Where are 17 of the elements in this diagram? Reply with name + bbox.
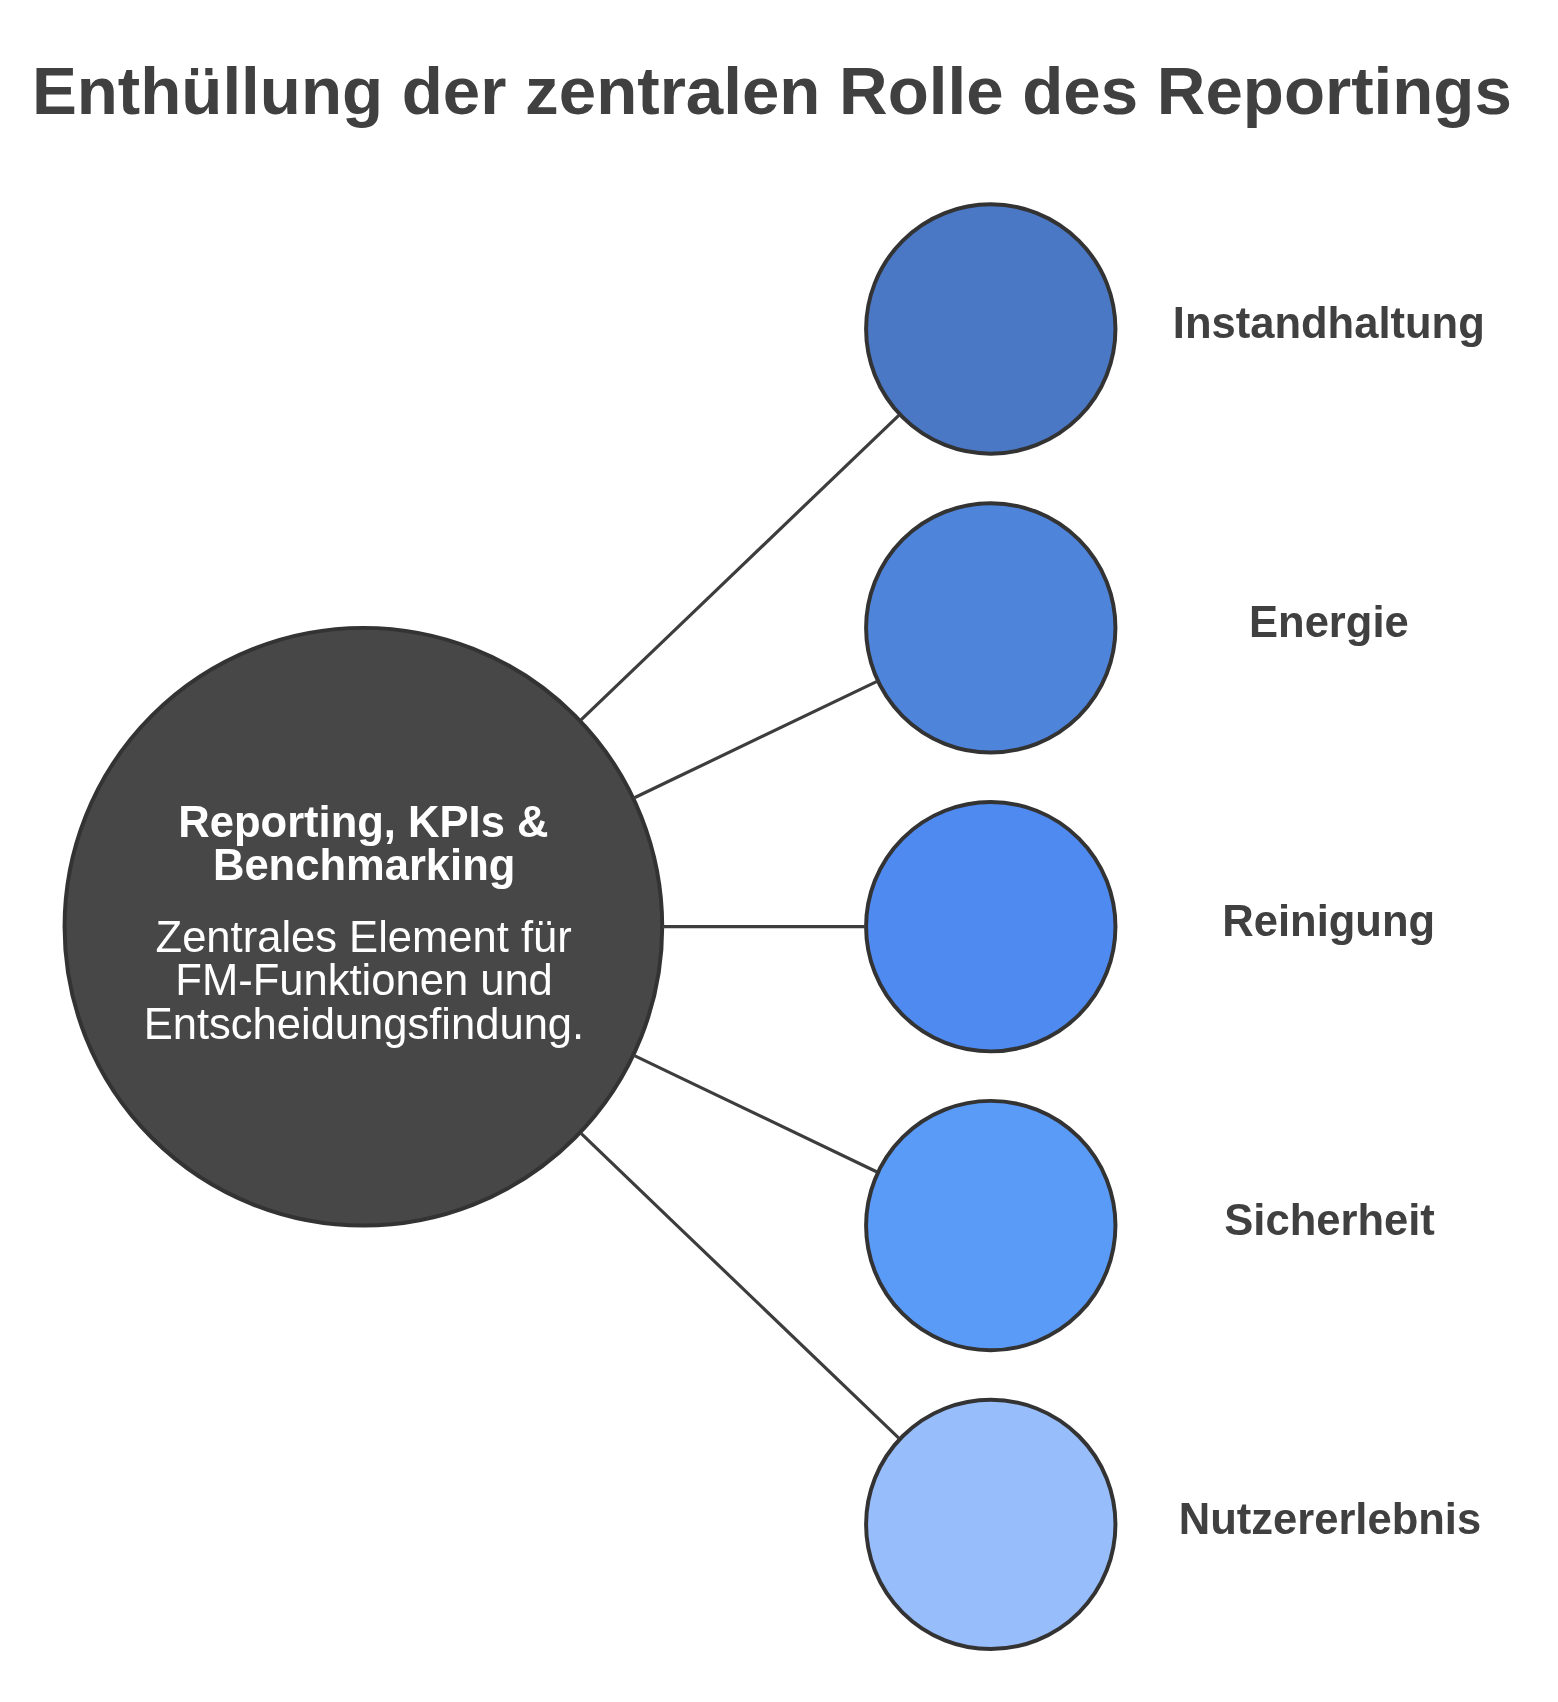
node-label: Sicherheit bbox=[1224, 1195, 1435, 1244]
diagram-title: Enthüllung der zentralen Rolle des Reportings bbox=[31, 52, 1512, 128]
node-circle bbox=[864, 1098, 1118, 1352]
node-label: Nutzererlebnis bbox=[1178, 1494, 1482, 1542]
connector bbox=[632, 679, 879, 800]
connector bbox=[632, 1053, 879, 1174]
node-label: Energie bbox=[1249, 597, 1409, 646]
connector bbox=[579, 1131, 901, 1440]
node-circle bbox=[864, 799, 1118, 1053]
node-circle bbox=[864, 500, 1118, 754]
node-label: Instandhaltung bbox=[1172, 298, 1485, 347]
connector bbox=[662, 924, 866, 928]
node-circle bbox=[864, 1397, 1118, 1651]
node-label: Reinigung bbox=[1222, 896, 1436, 945]
connector bbox=[579, 413, 901, 721]
node-circle: Reporting, KPIs & Benchmarking Zentrales Element für FM-Funktionen und Entscheidungsfindung. bbox=[62, 625, 665, 1228]
node-circle bbox=[864, 201, 1118, 456]
